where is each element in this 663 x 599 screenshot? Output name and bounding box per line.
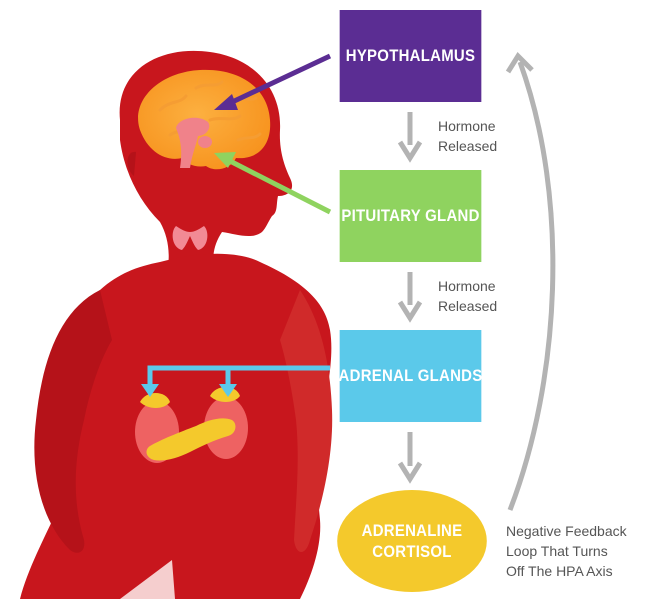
down-arrow-1	[400, 112, 420, 158]
feedback-line1: Negative Feedback	[506, 521, 627, 541]
down-arrow-3	[400, 432, 420, 479]
hormone-released-note-2: Hormone Released	[438, 276, 497, 316]
note-2-line1: Hormone	[438, 276, 497, 296]
adrenaline-label: ADRENALINE	[362, 520, 463, 541]
negative-feedback-note: Negative Feedback Loop That Turns Off Th…	[506, 521, 627, 581]
adrenaline-cortisol-oval: ADRENALINE CORTISOL	[337, 490, 487, 592]
hypothalamus-box: HYPOTHALAMUS	[340, 10, 482, 102]
note-1-line2: Released	[438, 136, 497, 156]
hormone-released-note-1: Hormone Released	[438, 116, 497, 156]
feedback-line3: Off The HPA Axis	[506, 561, 627, 581]
adrenal-glands-box: ADRENAL GLANDS	[340, 330, 482, 422]
feedback-line2: Loop That Turns	[506, 541, 627, 561]
adrenal-label: ADRENAL GLANDS	[339, 366, 483, 386]
cortisol-label: CORTISOL	[372, 541, 451, 562]
hypothalamus-label: HYPOTHALAMUS	[346, 46, 475, 66]
down-arrow-2	[400, 272, 420, 318]
feedback-arrow	[508, 56, 553, 510]
note-2-line2: Released	[438, 296, 497, 316]
pituitary-label: PITUITARY GLAND	[341, 206, 479, 226]
pituitary-gland-box: PITUITARY GLAND	[340, 170, 482, 262]
pituitary-structure	[198, 136, 212, 148]
note-1-line1: Hormone	[438, 116, 497, 136]
